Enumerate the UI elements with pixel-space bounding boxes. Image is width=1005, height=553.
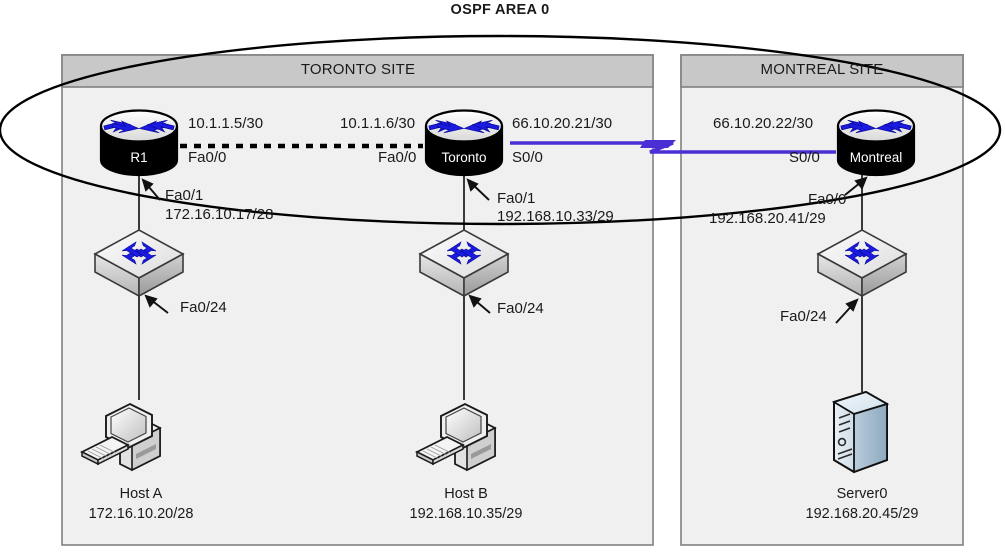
diagram-title: OSPF AREA 0: [450, 2, 550, 18]
toronto-fa01-ip: 192.168.10.33/29: [497, 208, 614, 225]
host-a-ip: 172.16.10.20/28: [88, 506, 194, 522]
r1-fa01-iface: Fa0/1: [165, 187, 204, 204]
host-b-label: Host B: [444, 486, 488, 502]
toronto-fa01-iface: Fa0/1: [497, 190, 536, 207]
r1-fa00-iface: Fa0/0: [188, 149, 227, 166]
server0-label: Server0: [836, 486, 888, 502]
toronto-site-label: TORONTO SITE: [300, 61, 416, 78]
router-toronto-icon: [424, 109, 504, 177]
montreal-s00-ip: 66.10.20.22/30: [713, 115, 814, 132]
toronto-fa00-ip: 10.1.1.6/30: [340, 115, 416, 132]
r1-fa01-ip: 172.16.10.17/28: [165, 206, 274, 223]
router-montreal-label: Montreal: [849, 150, 903, 165]
switch-m-fa024: Fa0/24: [780, 308, 827, 325]
server0-icon: [833, 391, 888, 473]
switch-b-fa024: Fa0/24: [497, 300, 544, 317]
montreal-fa00-lan-iface: Fa0/0: [808, 191, 847, 208]
r1-fa00-ip: 10.1.1.5/30: [188, 115, 264, 132]
host-b-ip: 192.168.10.35/29: [409, 506, 523, 522]
ospf-area-0-ellipse: [0, 34, 1002, 226]
router-toronto-label: Toronto: [441, 150, 487, 165]
montreal-site-label: MONTREAL SITE: [760, 61, 884, 78]
toronto-s00-iface: S0/0: [512, 149, 543, 166]
router-r1-label: R1: [130, 150, 148, 165]
montreal-s00-iface: S0/0: [789, 149, 820, 166]
toronto-s00-ip: 66.10.20.21/30: [512, 115, 613, 132]
montreal-site-box: [680, 54, 964, 546]
toronto-fa00-iface: Fa0/0: [378, 149, 417, 166]
router-montreal-icon: [836, 109, 916, 177]
host-a-label: Host A: [119, 486, 163, 502]
router-r1-icon: [99, 109, 179, 177]
montreal-fa00-lan-ip: 192.168.20.41/29: [709, 210, 826, 227]
link-toronto-montreal: [510, 140, 836, 154]
switch-a-fa024: Fa0/24: [180, 299, 227, 316]
server0-ip: 192.168.20.45/29: [805, 506, 919, 522]
